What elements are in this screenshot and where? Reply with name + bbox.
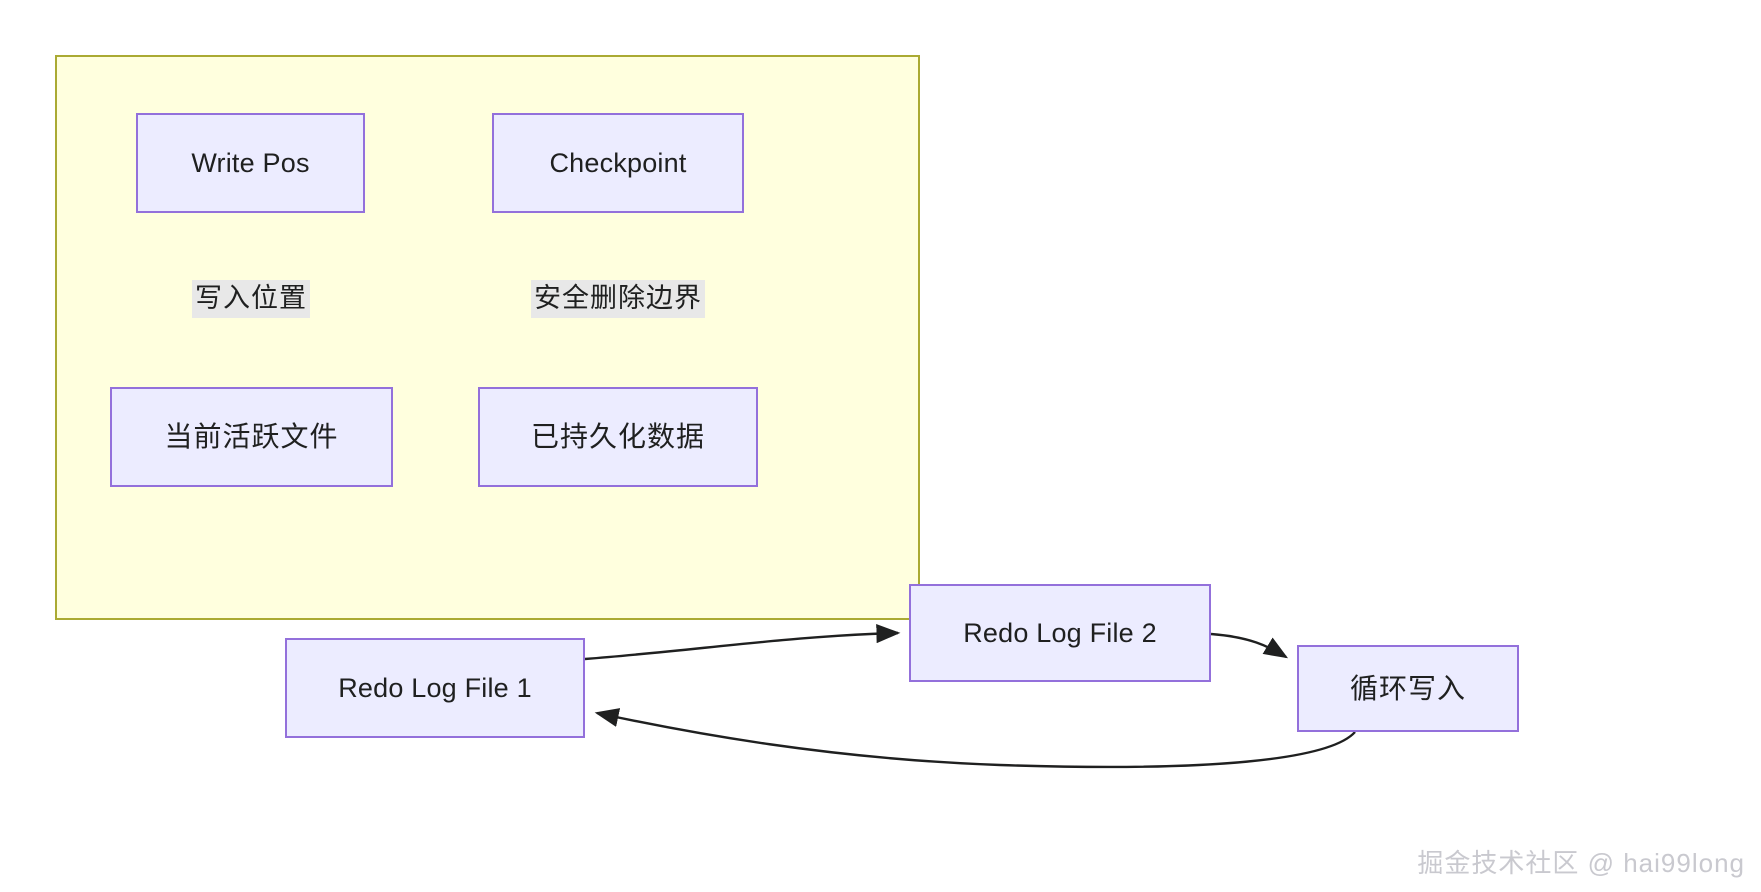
edge-label-write-position: 写入位置 <box>192 280 310 318</box>
node-write-pos-label: Write Pos <box>191 147 310 178</box>
node-redo-log-file-2-label: Redo Log File 2 <box>963 617 1157 648</box>
node-redo-log-file-1-label: Redo Log File 1 <box>338 672 532 703</box>
node-active-file[interactable]: 当前活跃文件 <box>110 387 393 487</box>
node-checkpoint[interactable]: Checkpoint <box>492 113 744 213</box>
node-write-pos[interactable]: Write Pos <box>136 113 365 213</box>
edge-redo1-to-redo2 <box>584 624 901 661</box>
watermark-text: 掘金技术社区 @ hai99long <box>1417 848 1745 878</box>
edge-redo2-to-cyclic <box>1210 632 1289 659</box>
node-redo-log-file-1[interactable]: Redo Log File 1 <box>285 638 585 738</box>
edge-label-safe-delete-boundary: 安全删除边界 <box>531 280 705 318</box>
node-active-file-label: 当前活跃文件 <box>164 421 339 453</box>
node-cyclic-write-label: 循环写入 <box>1349 672 1466 704</box>
node-persisted-data-label: 已持久化数据 <box>530 421 705 453</box>
node-cyclic-write[interactable]: 循环写入 <box>1297 645 1519 732</box>
node-persisted-data[interactable]: 已持久化数据 <box>478 387 758 487</box>
node-redo-log-file-2[interactable]: Redo Log File 2 <box>909 584 1211 682</box>
node-checkpoint-label: Checkpoint <box>549 147 687 178</box>
edge-cyclic-to-redo1 <box>594 708 1356 769</box>
